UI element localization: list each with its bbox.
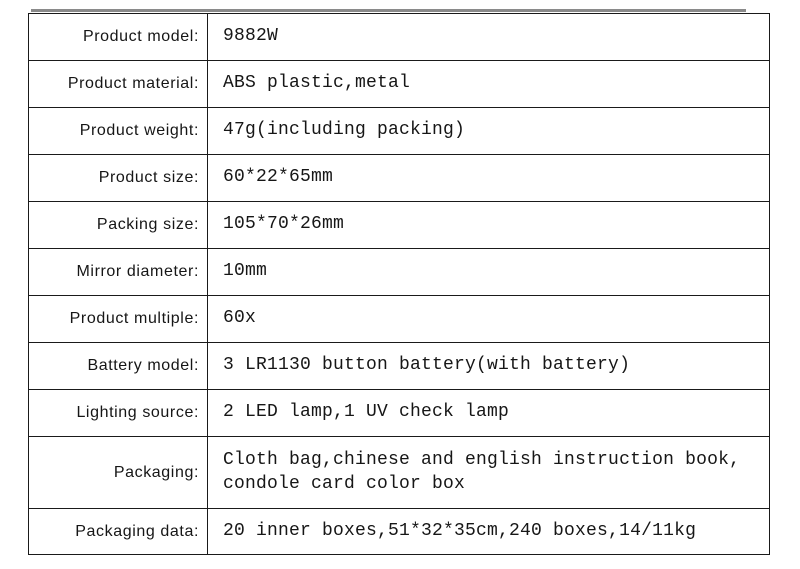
spec-value: 105*70*26mm: [207, 201, 770, 249]
spec-label: Product model:: [28, 13, 208, 61]
spec-value: 2 LED lamp,1 UV check lamp: [207, 389, 770, 437]
spec-value: 20 inner boxes,51*32*35cm,240 boxes,14/1…: [207, 508, 770, 555]
spec-label: Product multiple:: [28, 295, 208, 343]
spec-value: Cloth bag,chinese and english instructio…: [207, 436, 770, 509]
spec-label: Product material:: [28, 60, 208, 108]
table-row-product-size: Product size: 60*22*65mm: [28, 154, 770, 202]
spec-value: 60*22*65mm: [207, 154, 770, 202]
spec-value: 47g(including packing): [207, 107, 770, 155]
spec-value: 10mm: [207, 248, 770, 296]
spec-label: Lighting source:: [28, 389, 208, 437]
spec-value: ABS plastic,metal: [207, 60, 770, 108]
product-spec-table: Product model: 9882W Product material: A…: [28, 13, 770, 555]
table-row-lighting-source: Lighting source: 2 LED lamp,1 UV check l…: [28, 389, 770, 437]
table-row-packaging: Packaging: Cloth bag,chinese and english…: [28, 436, 770, 509]
spec-label: Packaging:: [28, 436, 208, 509]
table-row-battery-model: Battery model: 3 LR1130 button battery(w…: [28, 342, 770, 390]
table-row-packaging-data: Packaging data: 20 inner boxes,51*32*35c…: [28, 508, 770, 555]
table-row-product-multiple: Product multiple: 60x: [28, 295, 770, 343]
spec-label: Battery model:: [28, 342, 208, 390]
spec-value: 3 LR1130 button battery(with battery): [207, 342, 770, 390]
spec-label: Mirror diameter:: [28, 248, 208, 296]
spec-label: Packaging data:: [28, 508, 208, 555]
spec-label: Packing size:: [28, 201, 208, 249]
spec-label: Product weight:: [28, 107, 208, 155]
table-row-mirror-diameter: Mirror diameter: 10mm: [28, 248, 770, 296]
top-accent-line: [31, 9, 746, 12]
table-row-product-material: Product material: ABS plastic,metal: [28, 60, 770, 108]
table-row-product-weight: Product weight: 47g(including packing): [28, 107, 770, 155]
table-row-product-model: Product model: 9882W: [28, 13, 770, 61]
spec-value: 9882W: [207, 13, 770, 61]
table-row-packing-size: Packing size: 105*70*26mm: [28, 201, 770, 249]
spec-label: Product size:: [28, 154, 208, 202]
spec-value: 60x: [207, 295, 770, 343]
